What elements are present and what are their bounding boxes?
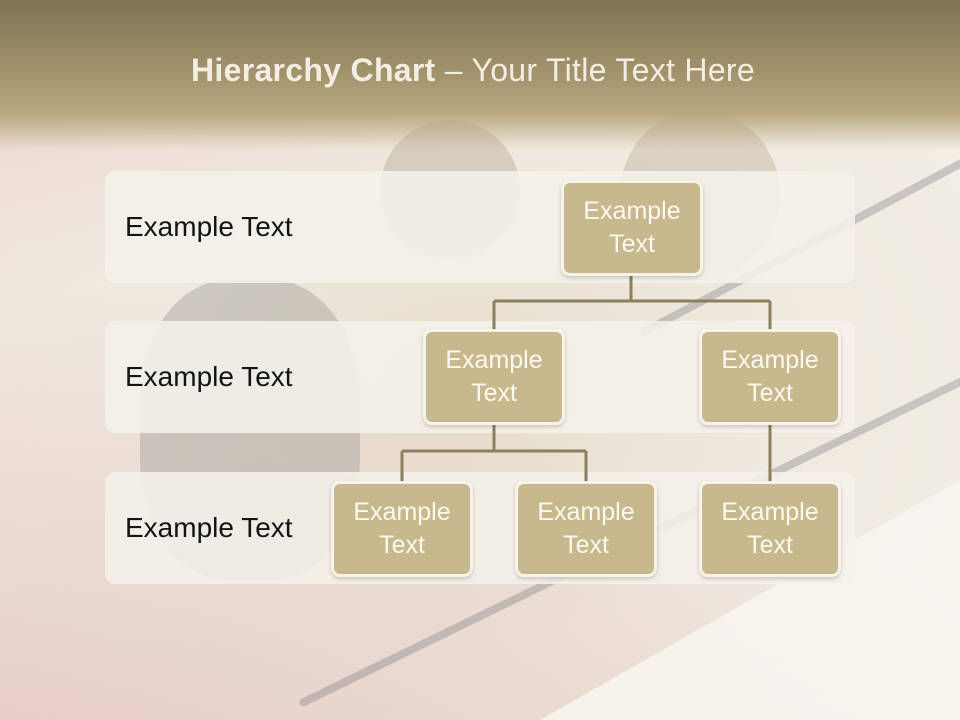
org-node-level3-right[interactable]: Example Text xyxy=(699,481,841,577)
level-label: Example Text xyxy=(125,512,293,543)
slide-title: Hierarchy Chart – Your Title Text Here xyxy=(0,52,946,89)
org-node-root[interactable]: Example Text xyxy=(561,180,703,276)
level-label: Example Text xyxy=(125,211,293,242)
title-bar: Hierarchy Chart – Your Title Text Here xyxy=(0,0,960,150)
org-node-level3-left[interactable]: Example Text xyxy=(331,481,473,577)
org-node-level2-left[interactable]: Example Text xyxy=(423,329,565,425)
level-label: Example Text xyxy=(125,361,293,392)
level-band-1: Example Text xyxy=(105,171,855,283)
org-node-level3-middle[interactable]: Example Text xyxy=(515,481,657,577)
title-rest: – Your Title Text Here xyxy=(435,52,755,88)
connector-root-to-level2 xyxy=(492,274,772,331)
org-node-level2-right[interactable]: Example Text xyxy=(699,329,841,425)
connector-left-to-level3 xyxy=(400,421,588,483)
title-bold: Hierarchy Chart xyxy=(191,52,436,88)
